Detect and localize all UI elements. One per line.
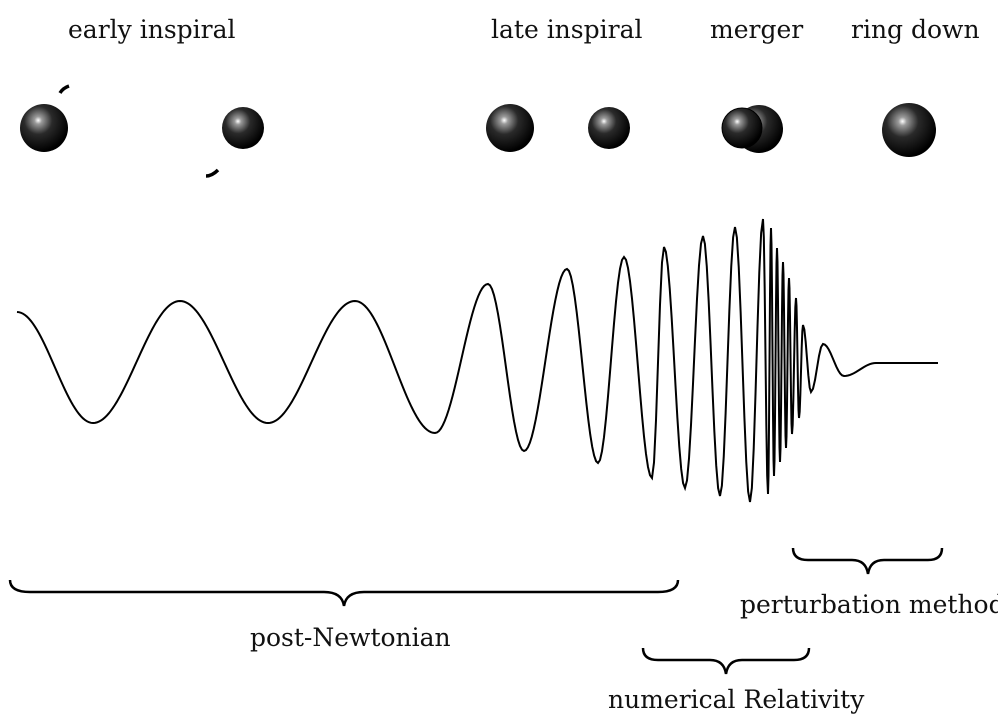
stage-label-merger: merger xyxy=(710,15,804,44)
method-label-post-newtonian: post-Newtonian xyxy=(250,623,451,652)
stage-label-early-inspiral: early inspiral xyxy=(68,15,236,44)
stage-label-ring-down: ring down xyxy=(851,15,980,44)
brace-post-newtonian xyxy=(8,579,680,607)
method-label-numerical-relativity: numerical Relativity xyxy=(608,685,865,714)
orbit-arc-bottom xyxy=(205,168,220,178)
stage-label-late-inspiral: late inspiral xyxy=(491,15,643,44)
brace-perturbation-methods xyxy=(791,547,944,575)
black-hole-early-left xyxy=(20,104,68,152)
orbit-arc-top xyxy=(58,84,70,94)
black-hole-late-left xyxy=(486,104,534,152)
black-hole-late-right xyxy=(588,107,630,149)
brace-numerical-relativity xyxy=(641,647,811,675)
method-label-perturbation-methods: perturbation methods xyxy=(740,590,998,619)
black-hole-merger-front xyxy=(721,107,763,149)
gravitational-waveform xyxy=(16,218,938,503)
black-hole-remnant xyxy=(882,103,936,157)
black-hole-early-right xyxy=(222,107,264,149)
